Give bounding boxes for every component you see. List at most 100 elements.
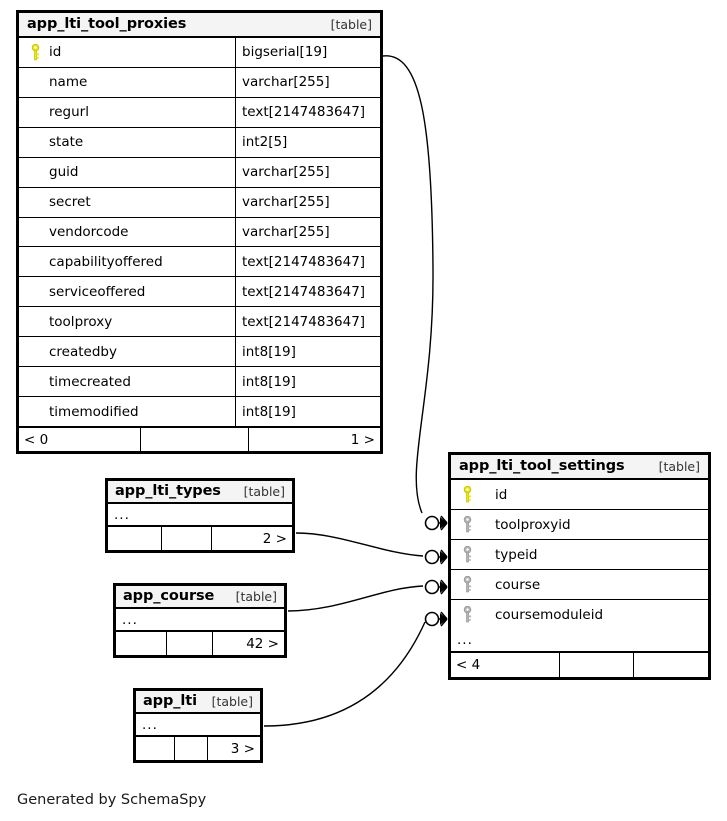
more-columns-indicator: ... xyxy=(116,609,284,632)
table-type-tag: [table] xyxy=(658,458,700,474)
column-name: capabilityoffered xyxy=(49,253,163,270)
column-name-cell: coursemoduleid xyxy=(451,606,708,623)
column-name: createdby xyxy=(49,343,117,360)
column-name: toolproxyid xyxy=(495,516,571,533)
table-row[interactable]: timecreated int8[19] xyxy=(19,367,380,398)
edge-terminators xyxy=(424,515,448,627)
table-row[interactable]: id xyxy=(451,480,708,510)
footer-middle xyxy=(161,527,211,550)
column-name: toolproxy xyxy=(49,313,113,330)
table-type-tag: [table] xyxy=(211,693,253,709)
column-type: varchar[255] xyxy=(235,217,380,247)
edge-course-to-course xyxy=(287,585,424,612)
more-columns-indicator: ... xyxy=(136,714,260,737)
table-title: app_course xyxy=(123,588,215,604)
column-name-cell: name xyxy=(19,74,235,90)
column-type: int8[19] xyxy=(235,367,380,397)
table-row[interactable]: capabilityoffered text[2147483647] xyxy=(19,247,380,278)
table-header: app_lti [table] xyxy=(136,691,260,714)
column-name: id xyxy=(495,486,508,503)
table-row[interactable]: typeid xyxy=(451,540,708,570)
table-row[interactable]: id bigserial[19] xyxy=(19,38,380,68)
table-row[interactable]: secret varchar[255] xyxy=(19,187,380,218)
footer-child-count[interactable]: 3 > xyxy=(206,737,260,760)
column-name-cell: vendorcode xyxy=(19,224,235,240)
column-name: course xyxy=(495,576,541,593)
table-row[interactable]: name varchar[255] xyxy=(19,67,380,98)
terminator-typeid xyxy=(424,549,448,565)
table-row[interactable]: course xyxy=(451,570,708,600)
column-name: coursemoduleid xyxy=(495,606,604,623)
table-header: app_lti_tool_settings [table] xyxy=(451,455,708,480)
table-footer: < 4 xyxy=(451,653,708,677)
column-list: id too xyxy=(451,480,708,629)
column-name-cell: secret xyxy=(19,194,235,210)
column-name: id xyxy=(49,44,62,61)
footer-child-count[interactable]: 42 > xyxy=(211,632,284,655)
column-name-cell: id xyxy=(19,43,235,61)
foreign-key-icon xyxy=(457,576,477,593)
more-columns-indicator: ... xyxy=(451,629,708,653)
table-app-lti-types[interactable]: app_lti_types [table] ... 2 > xyxy=(105,478,295,553)
table-type-tag: [table] xyxy=(235,588,277,604)
column-type: varchar[255] xyxy=(235,187,380,217)
column-name-cell: timemodified xyxy=(19,404,235,420)
table-app-course[interactable]: app_course [table] ... 42 > xyxy=(113,583,287,658)
table-app-lti-tool-proxies[interactable]: app_lti_tool_proxies [table] xyxy=(16,10,383,454)
column-name: vendorcode xyxy=(49,223,129,240)
footer-child-count[interactable]: 2 > xyxy=(211,527,292,550)
generated-by-caption: Generated by SchemaSpy xyxy=(17,792,207,808)
table-header: app_lti_types [table] xyxy=(108,481,292,504)
table-type-tag: [table] xyxy=(243,483,285,499)
column-name: regurl xyxy=(49,104,89,121)
table-header: app_course [table] xyxy=(116,586,284,609)
footer-parent-count xyxy=(108,527,161,550)
footer-middle xyxy=(174,737,206,760)
table-row[interactable]: toolproxy text[2147483647] xyxy=(19,307,380,338)
foreign-key-icon xyxy=(457,546,477,563)
table-row[interactable]: toolproxyid xyxy=(451,510,708,540)
column-type: varchar[255] xyxy=(235,157,380,187)
column-name-cell: timecreated xyxy=(19,374,235,390)
column-name-cell: capabilityoffered xyxy=(19,254,235,270)
table-footer: 3 > xyxy=(136,737,260,760)
column-name: name xyxy=(49,74,88,91)
primary-key-icon xyxy=(25,43,45,61)
footer-child-count[interactable]: 1 > xyxy=(248,428,380,451)
column-name-cell: state xyxy=(19,134,235,150)
table-title: app_lti_types xyxy=(115,483,221,499)
edge-toolproxies-id-to-toolproxyid xyxy=(382,55,434,514)
table-row[interactable]: state int2[5] xyxy=(19,127,380,158)
column-name-cell: regurl xyxy=(19,104,235,120)
column-name-cell: createdby xyxy=(19,344,235,360)
column-type: text[2147483647] xyxy=(235,307,380,337)
edge-ltitypes-to-typeid xyxy=(295,532,424,557)
column-name: guid xyxy=(49,164,79,181)
terminator-toolproxyid xyxy=(424,515,448,531)
column-name-cell: serviceoffered xyxy=(19,284,235,300)
table-row[interactable]: guid varchar[255] xyxy=(19,157,380,188)
table-row[interactable]: coursemoduleid xyxy=(451,600,708,629)
column-type: int2[5] xyxy=(235,127,380,157)
table-row[interactable]: vendorcode varchar[255] xyxy=(19,217,380,248)
table-row[interactable]: serviceoffered text[2147483647] xyxy=(19,277,380,308)
table-app-lti-tool-settings[interactable]: app_lti_tool_settings [table] xyxy=(448,452,711,680)
column-type: text[2147483647] xyxy=(235,247,380,277)
table-app-lti[interactable]: app_lti [table] ... 3 > xyxy=(133,688,263,763)
column-name-cell: toolproxyid xyxy=(451,516,708,533)
terminator-coursemoduleid xyxy=(424,611,448,627)
table-row[interactable]: regurl text[2147483647] xyxy=(19,97,380,128)
table-footer: < 0 1 > xyxy=(19,426,380,451)
footer-parent-count[interactable]: < 4 xyxy=(456,657,481,673)
table-footer: 42 > xyxy=(116,632,284,655)
table-title: app_lti_tool_proxies xyxy=(27,16,187,32)
table-row[interactable]: timemodified int8[19] xyxy=(19,397,380,426)
footer-middle xyxy=(558,653,634,677)
footer-parent-count[interactable]: < 0 xyxy=(24,431,49,448)
column-name-cell: id xyxy=(451,486,708,503)
footer-middle xyxy=(166,632,211,655)
table-row[interactable]: createdby int8[19] xyxy=(19,337,380,368)
table-title: app_lti_tool_settings xyxy=(459,458,625,474)
column-name: state xyxy=(49,134,84,151)
